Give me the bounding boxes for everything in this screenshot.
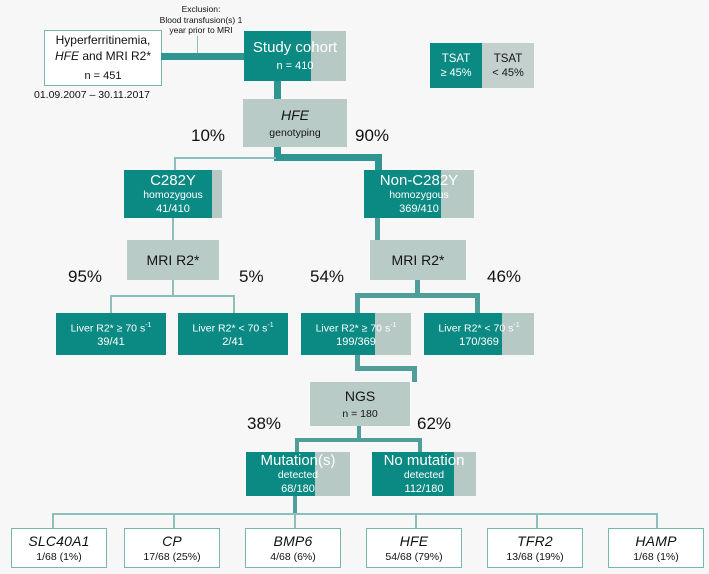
mri-right-label: MRI R2* bbox=[391, 251, 445, 268]
liver-to-ngs-drop bbox=[355, 355, 360, 371]
liver-low-left-box: Liver R2* < 70 s-1 2/41 bbox=[178, 313, 288, 355]
mri-right-stub bbox=[415, 280, 420, 296]
gene-value-4: 13/68 (19%) bbox=[506, 550, 564, 563]
mri-left-box: MRI R2* bbox=[127, 240, 219, 280]
ngs-stub-connector bbox=[412, 366, 417, 382]
pct-mri-left-high: 95% bbox=[68, 267, 103, 286]
source-to-cohort-connector bbox=[161, 53, 247, 60]
source-line-1: Hyperferritinemia, bbox=[55, 33, 151, 47]
gene-box-cp: CP 17/68 (25%) bbox=[124, 528, 220, 568]
no-mutation-box: No mutation detected 112/180 bbox=[372, 452, 476, 496]
mri-right-drop-high bbox=[355, 293, 360, 313]
gene-name-4: TFR2 bbox=[517, 532, 553, 549]
gene-name-2: BMP6 bbox=[273, 532, 313, 549]
gene-value-2: 4/68 (6%) bbox=[270, 550, 316, 563]
gene-value-3: 54/68 (79%) bbox=[385, 550, 443, 563]
liver-to-ngs-bar bbox=[355, 366, 417, 371]
mutation-to-genes-stub bbox=[293, 496, 297, 514]
study-cohort-box: Study cohort n = 410 bbox=[244, 31, 346, 81]
liver-low-right-box: Liver R2* < 70 s-1 170/369 bbox=[424, 313, 534, 355]
gene-value-5: 1/68 (1%) bbox=[633, 550, 679, 563]
legend-tsat-high-label: TSAT bbox=[441, 52, 471, 65]
source-line-2: HFE and MRI R2* bbox=[55, 48, 151, 64]
pct-mri-right-low: 46% bbox=[487, 267, 522, 286]
gene-name-1: CP bbox=[162, 532, 182, 549]
gene-name-3: HFE bbox=[399, 532, 429, 549]
gene-name-0: SLC40A1 bbox=[28, 532, 90, 549]
gene-value-0: 1/68 (1%) bbox=[36, 550, 82, 563]
mri-left-drop-high bbox=[110, 295, 112, 313]
exclusion-line-1: Exclusion: bbox=[181, 4, 221, 14]
ngs-box: NGS n = 180 bbox=[310, 382, 410, 426]
c282y-box: C282Y homozygous 41/410 bbox=[124, 170, 222, 218]
legend-tsat-high-value: ≥ 45% bbox=[440, 66, 472, 79]
exclusion-connector bbox=[197, 36, 198, 58]
gene-box-tfr2: TFR2 13/68 (19%) bbox=[487, 528, 583, 568]
gene-drop-5 bbox=[656, 513, 658, 530]
gene-drop-1 bbox=[173, 513, 175, 530]
genes-bus-bar bbox=[52, 513, 657, 515]
gene-box-slc40a1: SLC40A1 1/68 (1%) bbox=[11, 528, 107, 568]
genotyping-right-connector bbox=[274, 154, 382, 161]
gene-box-hfe: HFE 54/68 (79%) bbox=[366, 528, 462, 568]
source-cohort-box: Hyperferritinemia, HFE and MRI R2* n = 4… bbox=[44, 30, 162, 86]
liver-high-right-box: Liver R2* ≥ 70 s-1 199/369 bbox=[301, 313, 411, 355]
ngs-drop-no-mutation bbox=[418, 438, 422, 452]
mri-left-stub bbox=[172, 280, 174, 296]
genotyping-left-drop bbox=[174, 157, 176, 172]
legend-tsat-low-label: TSAT bbox=[493, 52, 523, 65]
source-gene-hfe: HFE bbox=[54, 49, 79, 63]
gene-name-5: HAMP bbox=[635, 532, 677, 549]
pct-mri-right-high: 54% bbox=[310, 267, 345, 286]
gene-box-hamp: HAMP 1/68 (1%) bbox=[608, 528, 704, 568]
non-c282y-box: Non-C282Y homozygous 369/410 bbox=[364, 170, 474, 218]
liver-high-left-box: Liver R2* ≥ 70 s-1 39/41 bbox=[56, 313, 166, 355]
genotyping-left-connector bbox=[174, 157, 276, 159]
legend-tsat-low: TSAT < 45% bbox=[482, 43, 534, 88]
mri-right-box: MRI R2* bbox=[370, 240, 466, 280]
ngs-value: n = 180 bbox=[342, 407, 378, 420]
legend-tsat-high: TSAT ≥ 45% bbox=[430, 43, 482, 88]
gene-drop-0 bbox=[52, 513, 54, 530]
legend-tsat-low-value: < 45% bbox=[492, 66, 524, 79]
ngs-stub-down bbox=[357, 426, 361, 440]
hfe-genotyping-sub: genotyping bbox=[269, 126, 321, 139]
mutation-detected-box: Mutation(s) detected 68/180 bbox=[246, 452, 350, 496]
gene-value-1: 17/68 (25%) bbox=[143, 550, 201, 563]
gene-drop-2 bbox=[294, 513, 296, 530]
ngs-drop-mutation bbox=[295, 438, 299, 452]
mri-left-bar bbox=[110, 295, 235, 297]
source-line-2-rest: and MRI R2* bbox=[78, 49, 152, 63]
genotyping-right-drop bbox=[375, 154, 382, 170]
hfe-genotyping-box: HFE genotyping bbox=[243, 99, 347, 147]
pct-ngs-mutation: 38% bbox=[247, 414, 282, 433]
exclusion-note: Exclusion: Blood transfusion(s) 1 year p… bbox=[140, 4, 262, 36]
exclusion-line-2: Blood transfusion(s) 1 bbox=[159, 14, 243, 25]
mri-right-drop-low bbox=[475, 293, 480, 313]
c282y-to-mri-connector bbox=[172, 218, 174, 240]
date-range-label: 01.09.2007 – 30.11.2017 bbox=[34, 89, 150, 101]
pct-mri-left-low: 5% bbox=[239, 267, 264, 286]
pct-genotyping-non-c282y: 90% bbox=[355, 126, 390, 145]
non-c282y-to-mri-connector bbox=[375, 218, 380, 240]
gene-drop-3 bbox=[415, 513, 417, 530]
cohort-to-genotyping-connector bbox=[274, 81, 281, 99]
gene-drop-4 bbox=[536, 513, 538, 530]
ngs-split-bar bbox=[295, 438, 422, 442]
ngs-label: NGS bbox=[344, 387, 376, 404]
legend: TSAT ≥ 45% TSAT < 45% bbox=[430, 43, 534, 88]
hfe-genotyping-label: HFE bbox=[281, 106, 309, 123]
source-count: n = 451 bbox=[84, 70, 122, 82]
mri-right-bar bbox=[355, 293, 480, 298]
pct-genotyping-c282y: 10% bbox=[191, 126, 226, 145]
gene-box-bmp6: BMP6 4/68 (6%) bbox=[245, 528, 341, 568]
pct-ngs-no-mutation: 62% bbox=[417, 414, 452, 433]
exclusion-line-3: year prior to MRI bbox=[169, 25, 233, 35]
mri-left-label: MRI R2* bbox=[146, 251, 200, 268]
mri-left-drop-low bbox=[233, 295, 235, 313]
